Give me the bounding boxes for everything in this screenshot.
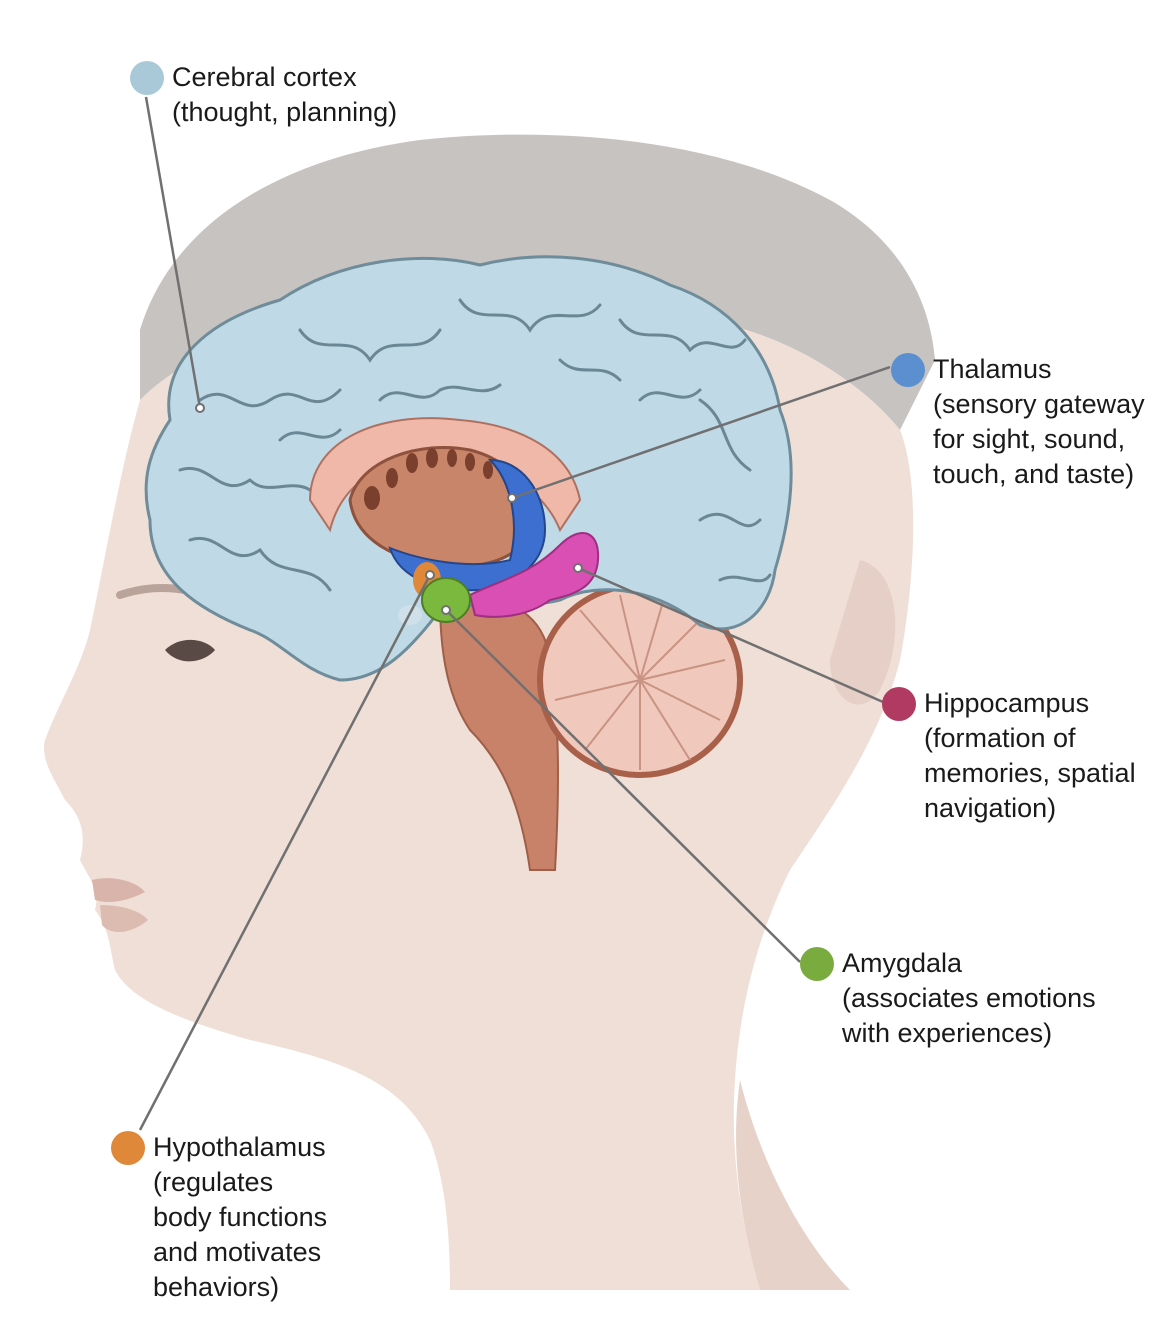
hypothalamus-desc-1: (regulates bbox=[153, 1167, 274, 1197]
label-hippocampus: Hippocampus (formation of memories, spat… bbox=[882, 686, 1136, 826]
thalamus-desc-1: (sensory gateway bbox=[933, 389, 1145, 419]
hypothalamus-name: Hypothalamus bbox=[153, 1132, 326, 1162]
eye bbox=[165, 639, 215, 662]
label-amygdala: Amygdala (associates emotions with exper… bbox=[800, 946, 1096, 1051]
leader-thalamus bbox=[511, 365, 891, 500]
cerebellum-folia bbox=[554, 594, 726, 770]
label-cerebral-cortex: Cerebral cortex (thought, planning) bbox=[130, 60, 398, 130]
thalamus-desc-3: touch, and taste) bbox=[933, 459, 1135, 489]
cerebral-cortex-dot bbox=[130, 61, 164, 95]
amygdala bbox=[421, 577, 471, 623]
hypothalamus-desc-4: behaviors) bbox=[153, 1272, 280, 1302]
cerebral-cortex-desc-1: (thought, planning) bbox=[172, 97, 398, 127]
amygdala-desc-1: (associates emotions bbox=[842, 983, 1096, 1013]
lower-lip bbox=[100, 905, 148, 932]
leader-hippocampus bbox=[577, 566, 884, 704]
leader-cerebral-cortex bbox=[144, 96, 202, 409]
hippocampus-desc-1: (formation of bbox=[924, 723, 1076, 753]
leader-lines bbox=[138, 96, 891, 1131]
thalamus-dot bbox=[891, 353, 925, 387]
hippocampus-name: Hippocampus bbox=[924, 688, 1090, 718]
thalamus-desc-2: for sight, sound, bbox=[933, 424, 1126, 454]
amygdala-dot bbox=[800, 947, 834, 981]
leader-endpoints bbox=[195, 403, 583, 615]
cortex-gyri bbox=[178, 298, 772, 592]
hippocampus bbox=[468, 532, 600, 618]
inner-core-holes bbox=[364, 448, 493, 510]
thalamus-name: Thalamus bbox=[933, 354, 1052, 384]
hypothalamus-desc-3: and motivates bbox=[153, 1237, 322, 1267]
thalamus bbox=[388, 458, 547, 592]
leader-hypothalamus bbox=[138, 574, 432, 1131]
brainstem bbox=[438, 595, 559, 871]
lips bbox=[92, 878, 145, 903]
label-thalamus: Thalamus (sensory gateway for sight, sou… bbox=[891, 352, 1145, 492]
cerebral-cortex-name: Cerebral cortex bbox=[172, 62, 357, 92]
ear bbox=[830, 560, 896, 705]
label-hypothalamus: Hypothalamus (regulates body functions a… bbox=[111, 1130, 328, 1305]
hippocampus-desc-2: memories, spatial bbox=[924, 758, 1136, 788]
amygdala-desc-2: with experiences) bbox=[842, 1018, 1053, 1048]
hippocampus-desc-3: navigation) bbox=[924, 793, 1057, 823]
hypothalamus-desc-2: body functions bbox=[153, 1202, 328, 1232]
hypothalamus-dot bbox=[111, 1131, 145, 1165]
amygdala-name: Amygdala bbox=[842, 948, 963, 978]
hippocampus-dot bbox=[882, 687, 916, 721]
leader-amygdala bbox=[445, 609, 801, 963]
neck-shade bbox=[736, 1080, 850, 1290]
